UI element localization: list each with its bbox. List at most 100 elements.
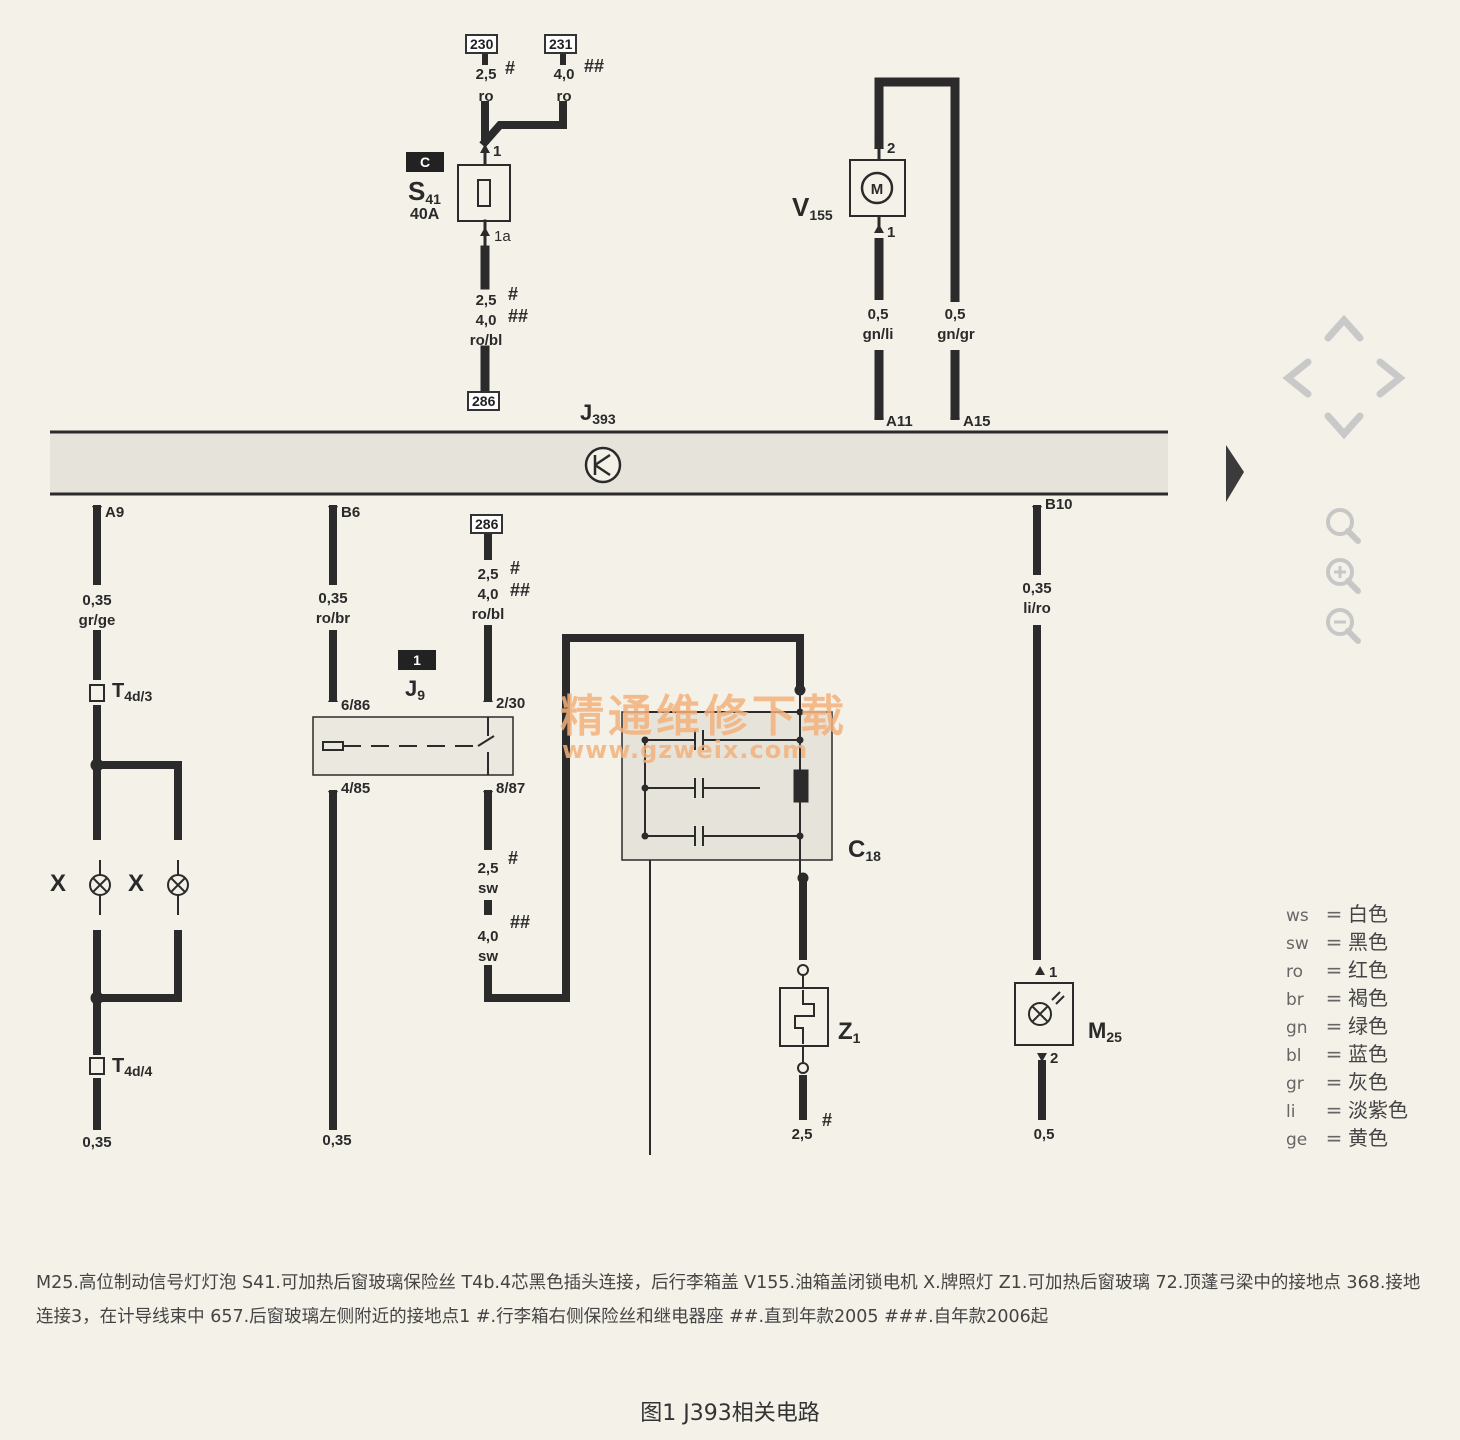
terminal-231: 231 xyxy=(544,34,578,54)
v155-motor: M xyxy=(849,77,960,420)
wire-j9in-mark2: ## xyxy=(510,580,531,600)
wire-a9-size: 0,35 xyxy=(82,592,112,609)
wire-s41out-color: ro/bl xyxy=(469,332,503,349)
wire-j9out2-size: 4,0 xyxy=(477,928,499,945)
wire-bottom4-size: 0,5 xyxy=(1033,1126,1055,1143)
wire-v155b-size: 0,5 xyxy=(944,306,966,323)
legend-eq: = xyxy=(1325,1126,1343,1150)
wire-j9in-size1: 2,5 xyxy=(477,566,499,583)
legend-meaning: 淡紫色 xyxy=(1348,1098,1408,1122)
next-page-icon[interactable] xyxy=(1226,445,1244,502)
t4d4-label: T4d/4 xyxy=(112,1055,153,1079)
pin-a15: A15 xyxy=(963,413,991,430)
c18-label: C18 xyxy=(848,836,881,864)
legend-eq: = xyxy=(1325,930,1343,954)
legend-code: bl xyxy=(1286,1046,1302,1066)
pan-right-icon[interactable] xyxy=(1376,358,1406,398)
legend-code: ws xyxy=(1286,906,1309,926)
wire-s41out-size2: 4,0 xyxy=(475,312,497,329)
pin-a11: A11 xyxy=(886,413,913,430)
z1-heater xyxy=(779,872,829,1120)
wire-231-mark: ## xyxy=(584,56,605,76)
wire-a9-color: gr/ge xyxy=(78,612,116,629)
wire-bottom1-size: 0,35 xyxy=(82,1134,112,1151)
pin-j9-887: 8/87 xyxy=(496,780,526,797)
legend-row: ge=黄色 xyxy=(1286,1124,1408,1152)
m25-branch xyxy=(1014,505,1074,1120)
wire-j9out1-size: 2,5 xyxy=(477,860,499,877)
pin-v155-1: 1 xyxy=(887,224,896,241)
legend-code: gn xyxy=(1286,1018,1308,1038)
m25-label: M25 xyxy=(1088,1018,1122,1045)
pin-arrows xyxy=(92,140,1047,1062)
s41-label: S41 xyxy=(408,176,441,207)
terminal-286-j9: 286 xyxy=(470,514,504,534)
wire-s41out-mark2: ## xyxy=(508,306,529,326)
pan-up-icon[interactable] xyxy=(1324,314,1364,342)
zoom-in-icon[interactable] xyxy=(1326,558,1361,594)
wire-j9out2-color: sw xyxy=(477,948,498,965)
pan-left-icon[interactable] xyxy=(1282,358,1312,398)
j393-bus xyxy=(50,430,1168,496)
legend-row: bl=蓝色 xyxy=(1286,1040,1408,1068)
legend-meaning: 灰色 xyxy=(1348,1070,1388,1094)
legend-row: sw =黑色 xyxy=(1286,928,1408,956)
wire-b6-color: ro/br xyxy=(315,610,351,627)
pin-s41-1a: 1a xyxy=(494,228,511,245)
x-lamp-label-1: X xyxy=(50,870,67,897)
legend-row: li =淡紫色 xyxy=(1286,1096,1408,1124)
figure-title: 图1 J393相关电路 xyxy=(640,1401,820,1426)
wire-231-color: ro xyxy=(556,88,572,105)
legend-eq: = xyxy=(1325,1098,1343,1122)
legend-row: gn=绿色 xyxy=(1286,1012,1408,1040)
wire-230-mark: # xyxy=(505,58,516,78)
pin-j9-485: 4/85 xyxy=(341,780,371,797)
viewer-controls xyxy=(1226,314,1406,644)
legend-code: li xyxy=(1286,1102,1296,1122)
legend-meaning: 褐色 xyxy=(1348,986,1388,1010)
wire-230-color: ro xyxy=(478,88,494,105)
j9-location-tag: 1 xyxy=(398,650,436,670)
wire-b10-size: 0,35 xyxy=(1022,580,1052,597)
j9-relay xyxy=(312,505,804,1130)
legend-eq: = xyxy=(1325,986,1343,1010)
legend-code: ge xyxy=(1286,1130,1308,1150)
wire-s41out-size1: 2,5 xyxy=(475,292,497,309)
pin-m25-1: 1 xyxy=(1049,964,1058,981)
legend-code: br xyxy=(1286,990,1304,1010)
legend-eq: = xyxy=(1325,1070,1343,1094)
pin-b10: B10 xyxy=(1045,496,1073,513)
wire-v155b-color: gn/gr xyxy=(937,326,975,343)
wire-v155a-size: 0,5 xyxy=(867,306,889,323)
legend-code: sw xyxy=(1286,934,1309,954)
t4d3-label: T4d/3 xyxy=(112,680,153,704)
zoom-reset-icon[interactable] xyxy=(1326,508,1361,544)
legend-code: ro xyxy=(1286,962,1304,982)
legend-meaning: 红色 xyxy=(1348,958,1388,982)
wire-bottom3-mark: # xyxy=(822,1110,833,1130)
v155-label: V155 xyxy=(792,192,833,223)
legend-row: ws=白色 xyxy=(1286,900,1408,928)
pan-down-icon[interactable] xyxy=(1324,412,1364,440)
a9-branch xyxy=(89,505,189,1130)
s41-rating: 40A xyxy=(410,206,440,223)
wire-v155a-color: gn/li xyxy=(862,326,894,343)
legend-meaning: 绿色 xyxy=(1348,1014,1388,1038)
wire-bottom3-size: 2,5 xyxy=(791,1126,813,1143)
pin-a9: A9 xyxy=(105,504,125,521)
wiring-diagram: M xyxy=(50,49,1168,1155)
pin-v155-2: 2 xyxy=(887,140,896,157)
wire-j9in-size2: 4,0 xyxy=(477,586,499,603)
svg-text:M: M xyxy=(871,181,884,198)
pin-s41-1: 1 xyxy=(493,143,502,160)
wire-s41out-mark1: # xyxy=(508,284,519,304)
legend-eq: = xyxy=(1325,958,1343,982)
wire-j9in-mark1: # xyxy=(510,558,521,578)
wire-b6-size: 0,35 xyxy=(318,590,348,607)
wire-230-size: 2,5 xyxy=(475,66,497,83)
terminal-230: 230 xyxy=(465,34,499,54)
pin-j9-230: 2/30 xyxy=(496,695,526,712)
legend-meaning: 黑色 xyxy=(1348,930,1388,954)
legend-row: gr=灰色 xyxy=(1286,1068,1408,1096)
zoom-out-icon[interactable] xyxy=(1326,608,1361,644)
